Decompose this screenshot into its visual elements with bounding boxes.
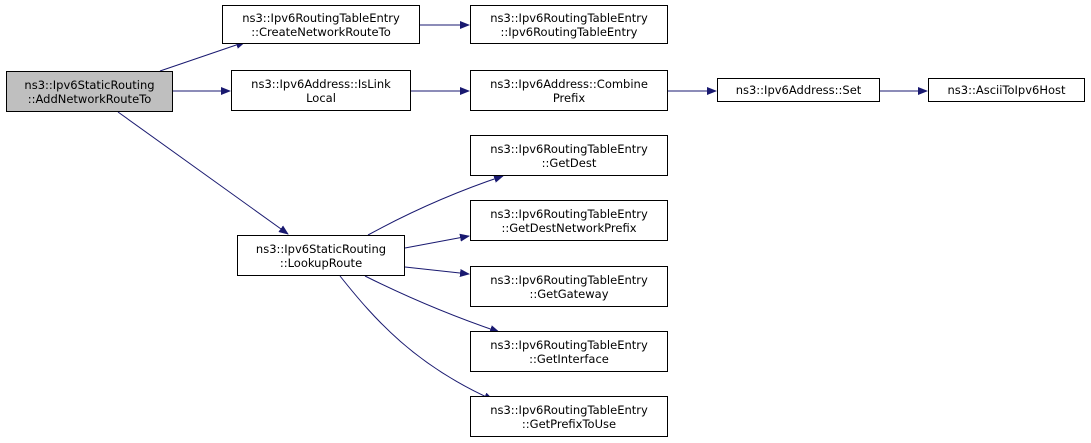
node-lookup-route-line1: ns3::Ipv6StaticRouting (255, 241, 387, 256)
node-get-prefix-to-use-line1: ns3::Ipv6RoutingTableEntry (490, 402, 648, 417)
node-routing-table-entry-ctor[interactable]: ns3::Ipv6RoutingTableEntry ::Ipv6Routing… (470, 5, 668, 44)
node-address-set[interactable]: ns3::Ipv6Address::Set (717, 78, 880, 102)
node-routing-table-entry-ctor-line2: ::Ipv6RoutingTableEntry (500, 24, 638, 39)
node-get-dest-line2: ::GetDest (541, 155, 597, 170)
node-combine-prefix[interactable]: ns3::Ipv6Address::Combine Prefix (470, 70, 668, 111)
edge-add-network-route-to-to-create-network-route-to (159, 41, 246, 72)
node-get-interface[interactable]: ns3::Ipv6RoutingTableEntry ::GetInterfac… (470, 331, 668, 372)
node-get-interface-line1: ns3::Ipv6RoutingTableEntry (490, 337, 648, 352)
node-is-link-local[interactable]: ns3::Ipv6Address::IsLink Local (231, 70, 411, 111)
node-routing-table-entry-ctor-line1: ns3::Ipv6RoutingTableEntry (490, 10, 648, 25)
node-combine-prefix-line2: Prefix (552, 90, 586, 105)
edge-lookup-route-to-get-dest (367, 175, 504, 236)
edge-lookup-route-to-get-dest-network-prefix (404, 233, 470, 249)
node-get-dest-line1: ns3::Ipv6RoutingTableEntry (490, 141, 648, 156)
node-add-network-route-to-line1: ns3::Ipv6StaticRouting (24, 77, 155, 92)
node-address-set-line1: ns3::Ipv6Address::Set (735, 83, 862, 97)
node-get-prefix-to-use-line2: ::GetPrefixToUse (521, 416, 617, 431)
edge-add-network-route-to-to-lookup-route (117, 111, 289, 235)
edge-lookup-route-to-get-interface (364, 275, 500, 333)
node-get-prefix-to-use[interactable]: ns3::Ipv6RoutingTableEntry ::GetPrefixTo… (470, 396, 668, 437)
node-get-gateway[interactable]: ns3::Ipv6RoutingTableEntry ::GetGateway (470, 266, 668, 307)
node-get-gateway-line2: ::GetGateway (529, 286, 609, 301)
node-ascii-to-ipv6-host[interactable]: ns3::AsciiToIpv6Host (928, 78, 1085, 102)
edge-lookup-route-to-get-gateway (404, 266, 470, 277)
node-is-link-local-line1: ns3::Ipv6Address::IsLink (251, 76, 391, 91)
node-is-link-local-line2: Local (306, 90, 336, 105)
node-lookup-route-line2: ::LookupRoute (279, 255, 363, 270)
node-create-network-route-to[interactable]: ns3::Ipv6RoutingTableEntry ::CreateNetwo… (222, 5, 420, 44)
node-add-network-route-to-line2: ::AddNetworkRouteTo (27, 91, 152, 106)
node-lookup-route[interactable]: ns3::Ipv6StaticRouting ::LookupRoute (237, 235, 405, 276)
node-ascii-to-ipv6-host-line1: ns3::AsciiToIpv6Host (947, 83, 1066, 97)
edge-lookup-route-to-get-prefix-to-use (339, 275, 494, 401)
node-add-network-route-to: ns3::Ipv6StaticRouting ::AddNetworkRoute… (6, 71, 173, 112)
node-get-dest-network-prefix-line1: ns3::Ipv6RoutingTableEntry (490, 206, 648, 221)
node-get-interface-line2: ::GetInterface (529, 351, 609, 366)
node-get-dest[interactable]: ns3::Ipv6RoutingTableEntry ::GetDest (470, 135, 668, 176)
node-create-network-route-to-line1: ns3::Ipv6RoutingTableEntry (242, 10, 400, 25)
node-get-dest-network-prefix-line2: ::GetDestNetworkPrefix (501, 220, 637, 235)
node-get-gateway-line1: ns3::Ipv6RoutingTableEntry (490, 272, 648, 287)
node-combine-prefix-line1: ns3::Ipv6Address::Combine (490, 76, 648, 91)
node-get-dest-network-prefix[interactable]: ns3::Ipv6RoutingTableEntry ::GetDestNetw… (470, 200, 668, 241)
node-create-network-route-to-line2: ::CreateNetworkRouteTo (251, 24, 391, 39)
